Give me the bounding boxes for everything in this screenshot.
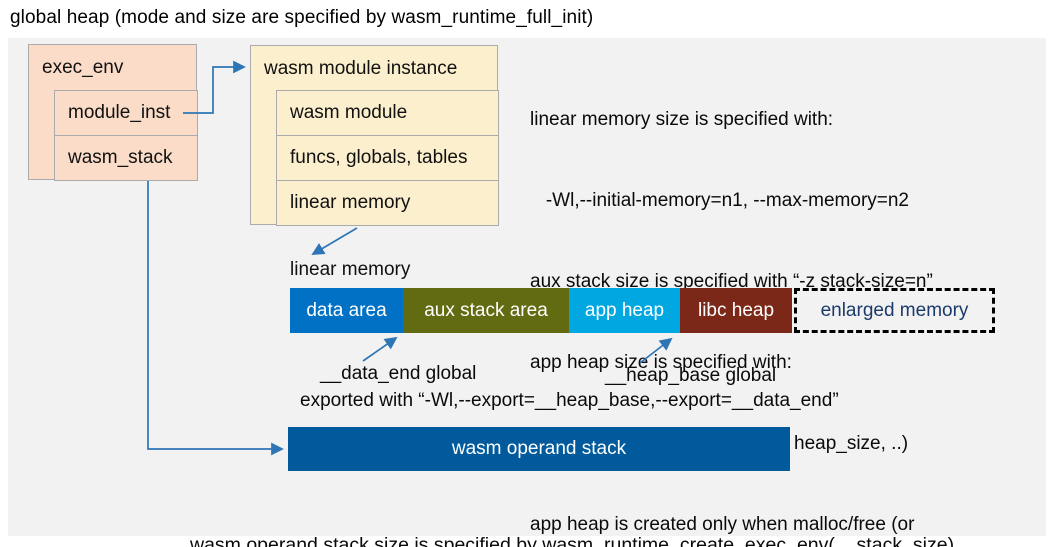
page-title: global heap (mode and size are specified…	[10, 7, 594, 28]
note-line: wasm operand stack size is specified by …	[190, 534, 955, 547]
data-end-global-label: __data_end global	[320, 363, 477, 384]
module-instance-box: wasm module instance wasm module funcs, …	[250, 45, 499, 226]
note-line: app heap size is specified with:	[530, 352, 792, 373]
export-flags-label: exported with “-Wl,--export=__heap_base,…	[300, 390, 839, 411]
module-instance-field-funcs-globals-tables: funcs, globals, tables	[276, 135, 499, 181]
module-instance-field-linear-memory: linear memory	[276, 180, 499, 226]
exec-env-header: exec_env	[42, 57, 124, 78]
exec-env-field-module-inst: module_inst	[54, 90, 198, 136]
operand-stack-notes: wasm operand stack size is specified by …	[190, 480, 954, 547]
linear-memory-label: linear memory	[290, 259, 411, 280]
segment-app-heap: app heap	[569, 288, 680, 333]
note-line: app heap is created only when malloc/fre…	[530, 514, 915, 535]
note-line: aux stack size is specified with “-z sta…	[530, 271, 933, 292]
heap-base-global-label: __heap_base global	[605, 365, 777, 386]
segment-libc-heap: libc heap	[680, 288, 792, 333]
note-line: -Wl,--initial-memory=n1, --max-memory=n2	[530, 190, 909, 211]
segment-enlarged-memory: enlarged memory	[794, 288, 995, 333]
exec-env-box: exec_env module_inst wasm_stack	[28, 44, 198, 181]
segment-aux-stack-area: aux stack area	[403, 288, 569, 333]
wasm-operand-stack-box: wasm operand stack	[288, 427, 790, 471]
exec-env-field-wasm-stack: wasm_stack	[54, 135, 198, 181]
module-instance-header: wasm module instance	[264, 57, 458, 79]
note-line: linear memory size is specified with:	[530, 109, 834, 130]
segment-data-area: data area	[290, 288, 403, 333]
linear-memory-bar: data area aux stack area app heap libc h…	[290, 288, 995, 333]
module-instance-field-wasm-module: wasm module	[276, 90, 499, 136]
